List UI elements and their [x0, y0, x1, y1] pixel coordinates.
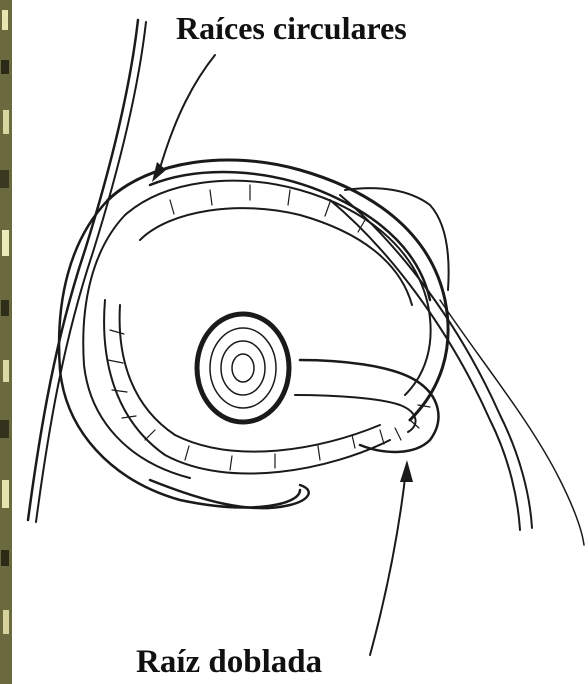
label-circling-roots: Raíces circulares — [176, 12, 407, 44]
label-bent-root: Raíz doblada — [136, 646, 322, 679]
stem-cross-section — [197, 314, 289, 422]
left-edge-texture — [0, 0, 12, 684]
pointer-arrow-bottom — [370, 460, 413, 655]
bent-root — [150, 360, 438, 508]
diagonal-roots — [330, 188, 584, 545]
